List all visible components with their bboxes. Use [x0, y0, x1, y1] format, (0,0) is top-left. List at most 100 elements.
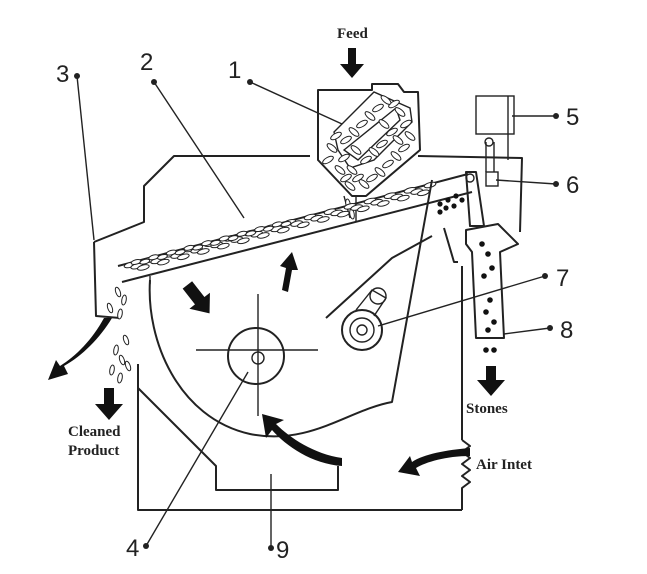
stone [437, 209, 443, 215]
grain [334, 165, 346, 175]
grain [197, 248, 210, 255]
stones-label: Stones [466, 401, 508, 417]
grain [139, 258, 151, 265]
grain [117, 372, 123, 384]
grain [117, 308, 123, 320]
grain [360, 155, 372, 165]
air-inlet-label: Air Intet [476, 457, 532, 473]
grain [113, 344, 119, 356]
grain [192, 244, 204, 251]
grain [356, 119, 368, 129]
falling-product-grains [106, 286, 132, 384]
grain [344, 181, 356, 191]
grain [121, 294, 127, 306]
grain [398, 143, 410, 153]
grain [382, 159, 394, 169]
stone [485, 251, 491, 257]
grain [364, 111, 376, 121]
grain [380, 95, 392, 105]
callout-2: 2 [140, 49, 153, 76]
grain [217, 242, 230, 250]
grain [404, 131, 416, 141]
grain [372, 103, 384, 113]
product-arrow [95, 388, 123, 420]
callout-6: 6 [566, 172, 579, 199]
grain [368, 147, 380, 157]
stone [479, 241, 485, 247]
grain [227, 235, 239, 242]
feed-arrow [340, 48, 364, 78]
grain [124, 360, 132, 372]
stone [483, 309, 489, 315]
grain [388, 99, 400, 109]
stone [491, 347, 497, 353]
grain [358, 179, 370, 189]
callout-8: 8 [560, 317, 573, 344]
stone [489, 265, 495, 271]
callout-7: 7 [556, 265, 569, 292]
grain [376, 139, 388, 149]
stone [443, 205, 449, 211]
grain [317, 216, 330, 223]
grain [177, 253, 190, 261]
grain [118, 354, 126, 366]
grain [374, 167, 386, 177]
stone [451, 203, 457, 209]
grain [390, 151, 402, 161]
grain [137, 264, 150, 271]
grain [106, 302, 114, 314]
callout-leaders [74, 73, 559, 551]
grain [322, 155, 334, 165]
callout-5: 5 [566, 104, 579, 131]
stone [485, 327, 491, 333]
grain [386, 127, 398, 137]
stone-chute [465, 223, 519, 339]
cleaned-label-line2: Product [68, 443, 119, 459]
grain [400, 119, 412, 129]
grain [350, 145, 362, 155]
grain [157, 258, 170, 266]
grain [340, 135, 352, 145]
grain [338, 153, 350, 163]
deck-grains [123, 181, 437, 271]
stone [437, 201, 443, 207]
stone [453, 193, 459, 199]
drive-pulley [341, 287, 387, 351]
callout-4: 4 [126, 535, 139, 562]
stone [491, 319, 497, 325]
grain [348, 127, 360, 137]
grain [366, 173, 378, 183]
grain [392, 135, 404, 145]
stones-arrow [477, 366, 505, 396]
cleaned-label-line1: Cleaned [68, 424, 121, 440]
stone [445, 197, 451, 203]
grain [297, 221, 310, 229]
machine-housing [93, 155, 523, 511]
stone [459, 197, 465, 203]
grain [257, 232, 270, 239]
grain [394, 107, 406, 117]
callout-1: 1 [228, 57, 241, 84]
vibrator-drive [465, 95, 515, 227]
callout-3: 3 [56, 61, 69, 88]
grain [346, 165, 358, 175]
grain [280, 221, 292, 227]
grain [377, 200, 390, 207]
grain [378, 119, 390, 129]
grain [262, 225, 274, 232]
grain [337, 210, 350, 218]
feed-label: Feed [337, 26, 368, 42]
grain [174, 249, 186, 256]
fan-impeller [196, 294, 318, 416]
grain [397, 194, 410, 202]
stone [483, 347, 489, 353]
grain [157, 253, 168, 260]
grain [357, 205, 370, 213]
grain [340, 173, 352, 183]
stone [481, 273, 487, 279]
grain [210, 239, 221, 246]
airflow-arrows [48, 252, 470, 476]
chute-stones [479, 241, 497, 353]
grain [326, 143, 338, 153]
